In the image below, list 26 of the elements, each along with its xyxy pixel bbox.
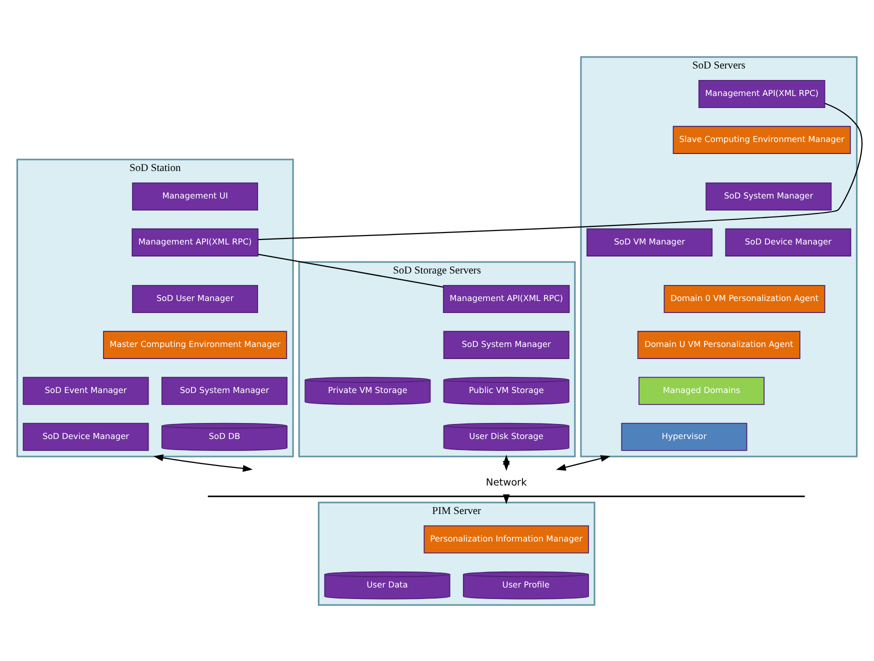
node-box: Domain 0 VM Personalization Agent (664, 284, 826, 312)
connector (258, 102, 862, 240)
node-box: SoD Event Manager (22, 376, 149, 404)
node-box: Slave Computing Environment Manager (672, 125, 851, 154)
node-box: SoD Device Manager (22, 422, 149, 450)
node-box: Managed Domains (638, 376, 765, 404)
node-box: Management API(XML RPC) (442, 284, 570, 312)
node-box: Domain U VM Personalization Agent (637, 330, 800, 358)
arrow (556, 454, 610, 470)
node-box: Master Computing Environment Manager (103, 330, 288, 358)
node-box: SoD System Manager (443, 330, 570, 358)
node-box: Management API(XML RPC) (132, 228, 258, 256)
node-box: SoD System Manager (161, 376, 288, 404)
arrow (502, 454, 510, 470)
node-box: SoD System Manager (706, 182, 832, 210)
node-box: SoD Device Manager (725, 228, 852, 256)
arrow (153, 454, 253, 472)
connector (258, 253, 444, 288)
node-box: SoD User Manager (132, 284, 258, 312)
arrow (502, 494, 510, 504)
node-box: Hypervisor (621, 422, 748, 450)
node-box: SoD VM Manager (586, 228, 713, 256)
node-box: Management API(XML RPC) (698, 79, 826, 108)
node-box: Management UI (132, 182, 258, 210)
node-box: Personalization Information Manager (424, 524, 589, 553)
node-text: Network (486, 476, 527, 488)
